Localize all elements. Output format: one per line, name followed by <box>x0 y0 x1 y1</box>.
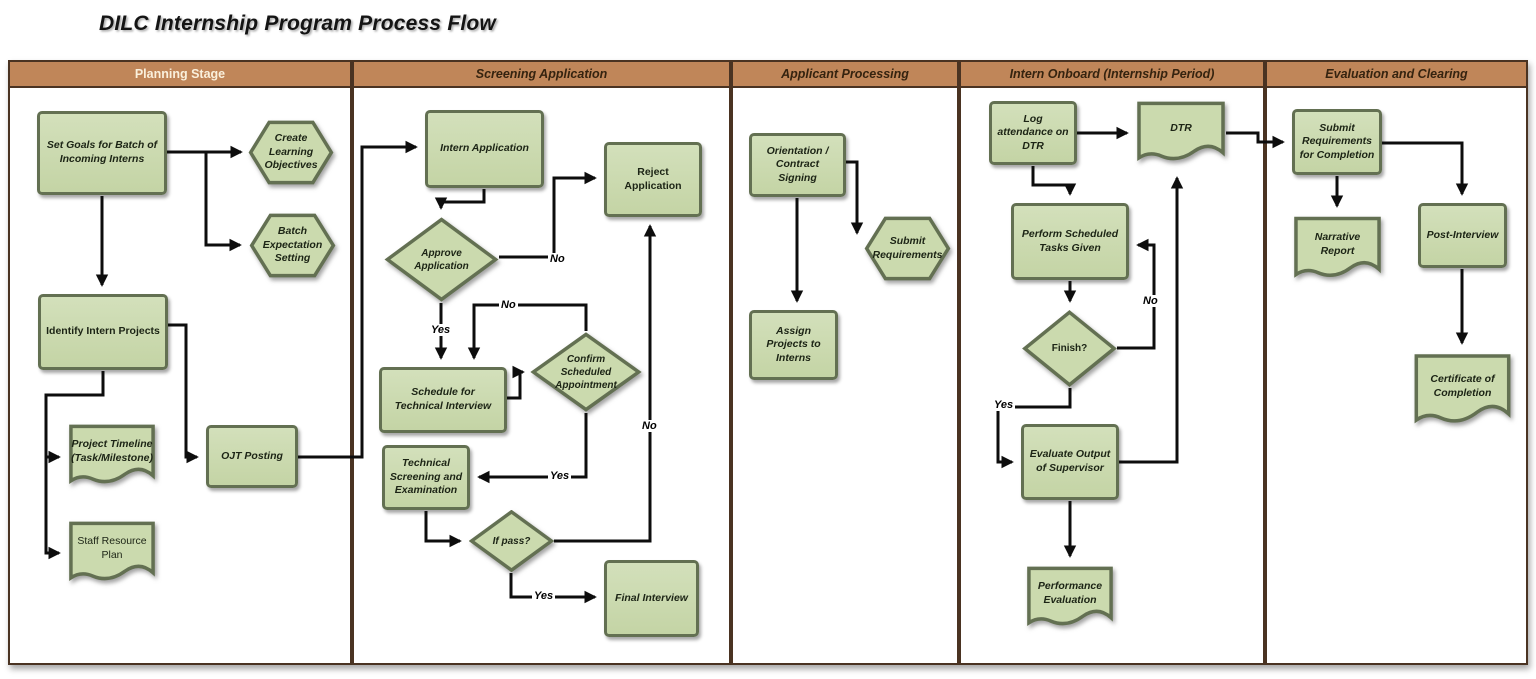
node-label: OJT Posting <box>221 449 283 462</box>
node-label: Log attendance on DTR <box>997 112 1069 152</box>
edge-label-finish-no: No <box>1141 295 1160 307</box>
edge-label-approve-no: No <box>548 253 567 265</box>
node-label: Performance Evaluation <box>1037 580 1103 606</box>
edge-label-confirm-no: No <box>499 299 518 311</box>
node-label: DTR <box>1170 122 1192 135</box>
node-ojt-posting: OJT Posting <box>206 425 298 488</box>
lane-header-screening-application: Screening Application <box>354 62 729 88</box>
document-shape <box>1293 215 1382 285</box>
node-label: Final Interview <box>615 591 688 604</box>
node-label: Perform Scheduled Tasks Given <box>1021 227 1119 254</box>
node-label: Schedule for Technical Interview <box>394 386 492 412</box>
node-label: Create Learning Objectives <box>264 132 318 172</box>
node-label: Narrative Report <box>1314 231 1361 257</box>
node-confirm-scheduled-appointment: Confirm Scheduled Appointment <box>530 332 642 412</box>
node-finish: Finish? <box>1022 310 1117 387</box>
node-project-timeline: Project Timeline (Task/Milestone) <box>68 423 156 491</box>
node-approve-application: Approve Application <box>384 217 499 302</box>
node-post-interview: Post-Interview <box>1418 203 1507 268</box>
document-shape <box>1413 352 1512 432</box>
lane-screening-application: Screening Application <box>352 60 731 665</box>
page-title: DILC Internship Program Process Flow <box>99 12 496 35</box>
node-schedule-technical-interview: Schedule for Technical Interview <box>379 367 507 433</box>
node-submit-requirements: Submit Requirements <box>864 215 951 282</box>
node-label: Submit Requirements for Completion <box>1299 121 1375 161</box>
node-identify-intern-projects: Identify Intern Projects <box>38 294 168 370</box>
diamond-shape <box>469 510 554 572</box>
node-label: Assign Projects to Interns <box>766 324 821 364</box>
lane-header-evaluation-clearing: Evaluation and Clearing <box>1267 62 1526 88</box>
node-assign-projects-to-interns: Assign Projects to Interns <box>749 310 838 380</box>
node-label: Approve Application <box>414 247 469 272</box>
node-label: Identify Intern Projects <box>46 325 160 338</box>
lane-applicant-processing: Applicant Processing <box>731 60 959 665</box>
node-intern-application: Intern Application <box>425 110 544 188</box>
node-label: Confirm Scheduled Appointment <box>555 353 617 391</box>
node-orientation-contract-signing: Orientation / Contract Signing <box>749 133 846 197</box>
node-label: Project Timeline (Task/Milestone) <box>71 438 153 464</box>
node-evaluate-output-supervisor: Evaluate Output of Supervisor <box>1021 424 1119 500</box>
node-label: Orientation / Contract Signing <box>766 144 829 184</box>
node-narrative-report: Narrative Report <box>1293 215 1382 285</box>
node-staff-resource-plan: Staff Resource Plan <box>68 520 156 588</box>
lane-header-applicant-processing: Applicant Processing <box>733 62 957 88</box>
node-label: Technical Screening and Examination <box>389 457 463 497</box>
node-final-interview: Final Interview <box>604 560 699 637</box>
lane-intern-onboard: Intern Onboard (Internship Period) <box>959 60 1265 665</box>
lane-evaluation-clearing: Evaluation and Clearing <box>1265 60 1528 665</box>
node-set-goals: Set Goals for Batch of Incoming Interns <box>37 111 167 195</box>
node-technical-screening-examination: Technical Screening and Examination <box>382 445 470 510</box>
node-perform-scheduled-tasks: Perform Scheduled Tasks Given <box>1011 203 1129 280</box>
node-label: Evaluate Output of Supervisor <box>1029 448 1111 474</box>
node-if-pass: If pass? <box>469 510 554 572</box>
node-label: Staff Resource Plan <box>77 535 147 561</box>
edge-label-confirm-yes: Yes <box>548 470 572 482</box>
document-shape <box>68 520 156 588</box>
lane-header-intern-onboard: Intern Onboard (Internship Period) <box>961 62 1263 88</box>
node-label: Finish? <box>1051 343 1088 354</box>
edge-label-if-pass-yes: Yes <box>532 590 556 602</box>
node-label: Post-Interview <box>1426 228 1499 241</box>
node-performance-evaluation: Performance Evaluation <box>1026 565 1114 633</box>
edge-label-approve-yes: Yes <box>429 324 453 336</box>
node-label: Set Goals for Batch of Incoming Interns <box>46 139 158 165</box>
node-reject-application: Reject Application <box>604 142 702 217</box>
edge-label-finish-yes: Yes <box>992 399 1016 411</box>
node-dtr-document: DTR <box>1136 100 1226 168</box>
hexagon-shape <box>864 215 951 282</box>
lane-header-planning-stage: Planning Stage <box>10 62 350 88</box>
node-label: Batch Expectation Setting <box>262 225 323 265</box>
node-label: Intern Application <box>440 142 529 155</box>
node-label: Submit Requirements <box>872 234 943 261</box>
node-label: If pass? <box>492 535 531 547</box>
node-certificate-of-completion: Certificate of Completion <box>1413 352 1512 432</box>
document-shape <box>1026 565 1114 633</box>
document-shape <box>1136 100 1226 168</box>
node-batch-expectation-setting: Batch Expectation Setting <box>249 212 336 279</box>
node-create-learning-objectives: Create Learning Objectives <box>248 119 334 186</box>
edge-label-if-pass-no: No <box>640 420 659 432</box>
node-label: Reject Application <box>624 165 682 192</box>
node-label: Certificate of Completion <box>1430 373 1495 399</box>
node-log-attendance-dtr: Log attendance on DTR <box>989 101 1077 165</box>
node-submit-requirements-completion: Submit Requirements for Completion <box>1292 109 1382 175</box>
diamond-shape <box>1022 310 1117 387</box>
